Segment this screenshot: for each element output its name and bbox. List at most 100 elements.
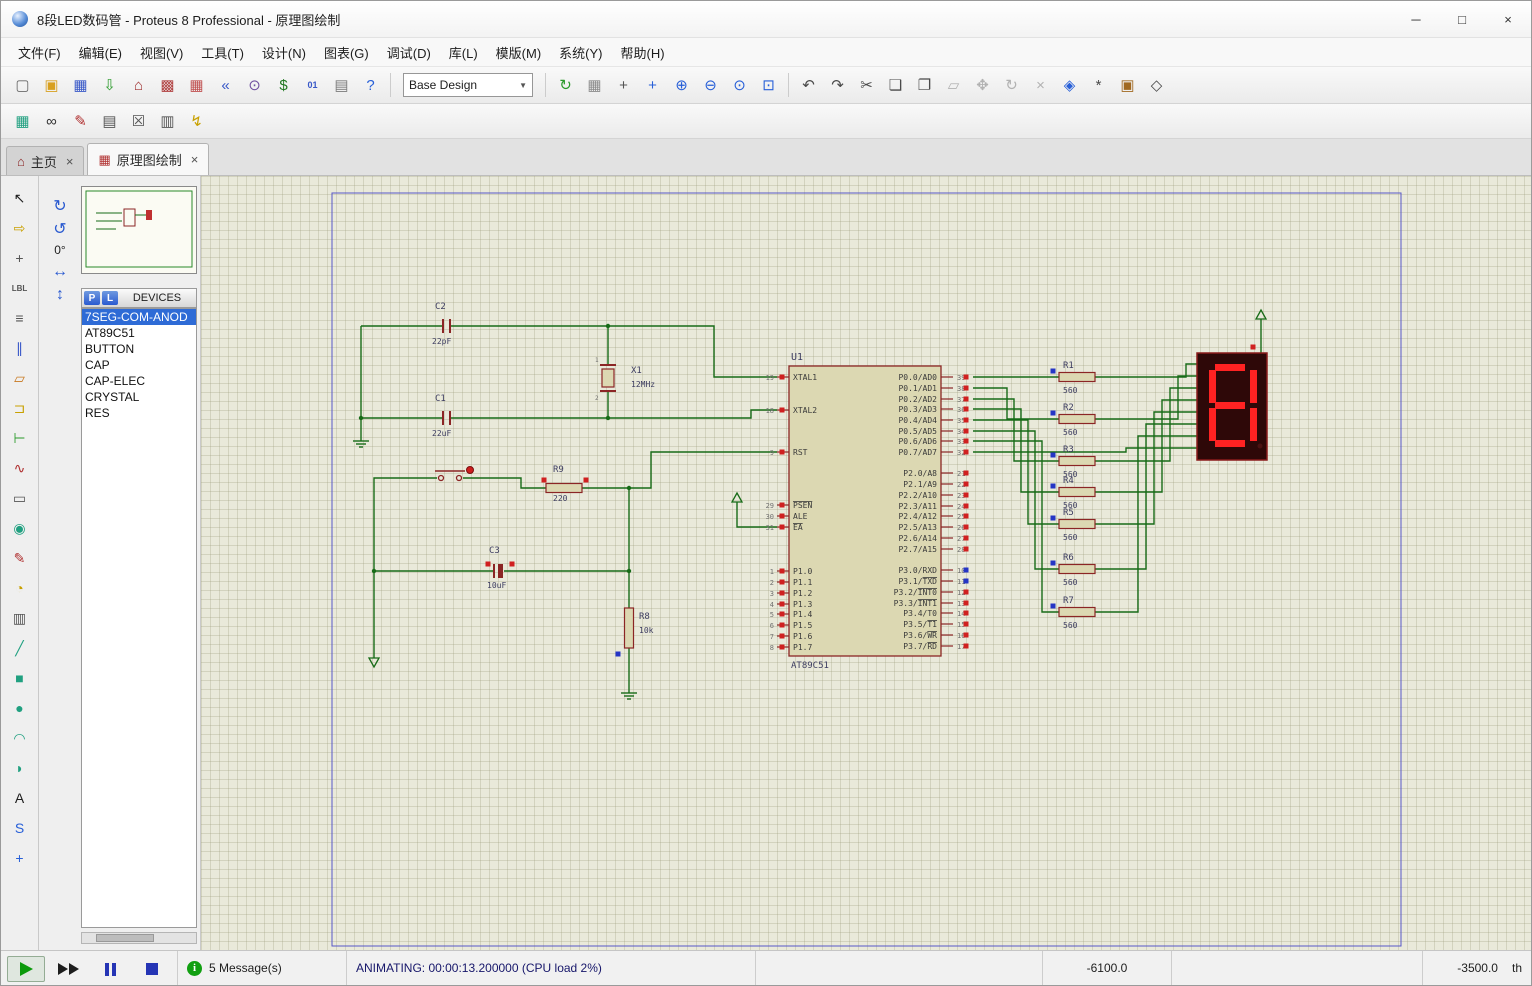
text-script-mode-icon[interactable]: ≡ — [15, 310, 24, 326]
new-sheet-icon[interactable]: ▤ — [102, 113, 117, 130]
device-item-cap-elec[interactable]: CAP-ELEC — [85, 374, 146, 388]
open-project-icon[interactable]: ▣ — [44, 77, 59, 94]
new-project-icon[interactable]: ▢ — [15, 77, 30, 94]
2d-arc-mode-icon[interactable]: ◠ — [13, 729, 26, 746]
2d-markers-mode-icon[interactable]: + — [15, 850, 24, 866]
device-list-scrollbar[interactable] — [81, 932, 197, 944]
menu-item-10[interactable]: 帮助(H) — [620, 45, 665, 61]
copy-icon[interactable]: ❏ — [888, 77, 903, 94]
legacy-design-icon[interactable]: « — [221, 76, 230, 94]
message-count[interactable]: 5 Message(s) — [209, 961, 282, 975]
2d-symbol-mode-icon[interactable]: S — [14, 820, 25, 836]
false-origin-icon[interactable]: + — [619, 76, 628, 94]
make-device-icon[interactable]: * — [1095, 76, 1102, 94]
menu-item-7[interactable]: 库(L) — [448, 45, 478, 61]
rotate-counterclockwise-icon[interactable]: ↺ — [53, 220, 67, 238]
packaging-tool-icon[interactable]: ▣ — [1120, 77, 1135, 94]
close-button[interactable]: × — [1504, 11, 1512, 27]
zoom-area-icon[interactable]: ⊡ — [762, 77, 775, 94]
device-item-res[interactable]: RES — [85, 406, 110, 420]
current-probe-mode-icon[interactable]: ◔ — [15, 580, 24, 596]
block-move-icon[interactable]: ✥ — [976, 77, 989, 94]
flip-vertical-icon[interactable]: ↕ — [56, 285, 64, 303]
tape-recorder-mode-icon[interactable]: ▭ — [12, 489, 27, 506]
device-item-7seg-com-anod[interactable]: 7SEG-COM-ANOD — [82, 309, 196, 325]
reset-button[interactable] — [435, 466, 474, 482]
menu-item-3[interactable]: 工具(T) — [201, 45, 244, 61]
device-pins-mode-icon[interactable]: ⊢ — [13, 429, 26, 446]
seven-segment-display[interactable] — [1196, 352, 1268, 461]
menu-item-1[interactable]: 编辑(E) — [78, 45, 122, 61]
scrollbar-thumb[interactable] — [96, 934, 154, 942]
library-button[interactable]: L — [102, 291, 118, 305]
electrical-check-icon[interactable]: ↯ — [190, 113, 203, 130]
pick-parts-icon[interactable]: ◈ — [1063, 77, 1076, 94]
device-item-crystal[interactable]: CRYSTAL — [85, 390, 140, 404]
menu-item-9[interactable]: 系统(Y) — [559, 45, 603, 61]
redraw-icon[interactable]: ↻ — [559, 77, 572, 94]
block-rotate-icon[interactable]: ↻ — [1005, 77, 1018, 94]
home-page-icon[interactable]: ⌂ — [133, 76, 144, 94]
selection-mode-icon[interactable]: ↖ — [13, 189, 26, 206]
rotate-clockwise-icon[interactable]: ↻ — [53, 197, 67, 215]
simulation-log-icon[interactable]: 01 — [307, 80, 318, 90]
junction-dot-mode-icon[interactable]: + — [15, 250, 24, 266]
decompose-icon[interactable]: ◇ — [1150, 77, 1163, 94]
menu-item-2[interactable]: 视图(V) — [139, 45, 184, 61]
virtual-instruments-mode-icon[interactable]: ▥ — [12, 609, 27, 626]
terminals-mode-icon[interactable]: ⊐ — [13, 399, 26, 416]
block-delete-icon[interactable]: × — [1036, 76, 1045, 94]
menu-item-4[interactable]: 设计(N) — [261, 45, 306, 61]
play-button[interactable] — [7, 956, 45, 982]
documentation-icon[interactable]: ▤ — [334, 77, 349, 94]
stop-button[interactable] — [133, 956, 171, 982]
generator-mode-icon[interactable]: ◉ — [13, 519, 26, 536]
pick-device-button[interactable]: P — [84, 291, 100, 305]
device-item-at89c51[interactable]: AT89C51 — [85, 326, 135, 340]
zoom-in-icon[interactable]: ⊕ — [675, 77, 688, 94]
paste-icon[interactable]: ❐ — [917, 77, 932, 94]
tab-home[interactable]: ⌂ 主页 × — [6, 146, 85, 175]
device-item-button[interactable]: BUTTON — [85, 342, 135, 356]
wire-autorouter-icon[interactable]: ▦ — [15, 113, 30, 130]
overview-minimap[interactable] — [81, 186, 197, 274]
redo-icon[interactable]: ↷ — [831, 77, 844, 94]
buses-mode-icon[interactable]: ∥ — [16, 339, 23, 356]
2d-line-mode-icon[interactable]: ╱ — [15, 639, 24, 656]
2d-circle-mode-icon[interactable]: ● — [15, 700, 24, 716]
pan-icon[interactable]: + — [648, 76, 657, 94]
2d-text-mode-icon[interactable]: A — [14, 790, 25, 806]
minimize-button[interactable]: ─ — [1411, 11, 1421, 27]
remove-sheet-icon[interactable]: ☒ — [131, 113, 146, 130]
menu-item-8[interactable]: 模版(M) — [495, 45, 542, 61]
tab-schematic-close-icon[interactable]: × — [190, 152, 199, 167]
component-mode-icon[interactable]: ⇨ — [13, 219, 26, 236]
save-project-icon[interactable]: ▦ — [73, 77, 88, 94]
zoom-out-icon[interactable]: ⊖ — [704, 77, 717, 94]
help-icon[interactable]: ? — [366, 76, 375, 94]
design-explorer-icon[interactable]: ⊙ — [248, 77, 261, 94]
pause-button[interactable] — [91, 956, 129, 982]
message-info-icon[interactable]: i — [187, 960, 202, 976]
step-button[interactable] — [49, 956, 87, 982]
design-selector[interactable]: Base Design ▼ — [403, 73, 533, 97]
property-assignment-icon[interactable]: ✎ — [74, 113, 87, 130]
zoom-all-icon[interactable]: ⊙ — [733, 77, 746, 94]
maximize-button[interactable]: □ — [1458, 11, 1466, 27]
undo-icon[interactable]: ↶ — [802, 77, 815, 94]
import-project-icon[interactable]: ⇩ — [103, 77, 116, 94]
flip-horizontal-icon[interactable]: ↔ — [52, 262, 68, 280]
block-copy-icon[interactable]: ▱ — [947, 77, 960, 94]
subcircuit-mode-icon[interactable]: ▱ — [14, 369, 25, 386]
voltage-probe-mode-icon[interactable]: ✎ — [13, 549, 26, 566]
